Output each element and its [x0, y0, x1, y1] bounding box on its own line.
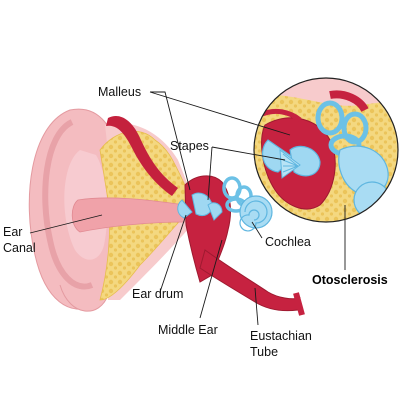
label-ear-drum: Ear drum: [132, 287, 183, 301]
label-eustachian-line2: Tube: [250, 345, 278, 359]
leader-lines: [29, 91, 346, 326]
label-eustachian-line1: Eustachian: [250, 329, 312, 343]
ossicles: [177, 192, 223, 221]
eustachian-tube: [199, 249, 301, 312]
label-otosclerosis: Otosclerosis: [312, 273, 388, 287]
zoom-inset: [253, 77, 399, 223]
label-stapes: Stapes: [170, 139, 209, 153]
cochlea-shape: [239, 195, 273, 232]
upper-muscle: [106, 116, 178, 196]
label-cochlea: Cochlea: [265, 235, 311, 249]
ear-canal: [71, 197, 187, 233]
label-ear-canal-line2: Canal: [3, 241, 36, 255]
label-malleus: Malleus: [98, 85, 141, 99]
label-ear-canal-line1: Ear: [3, 225, 22, 239]
label-middle-ear: Middle Ear: [158, 323, 218, 337]
